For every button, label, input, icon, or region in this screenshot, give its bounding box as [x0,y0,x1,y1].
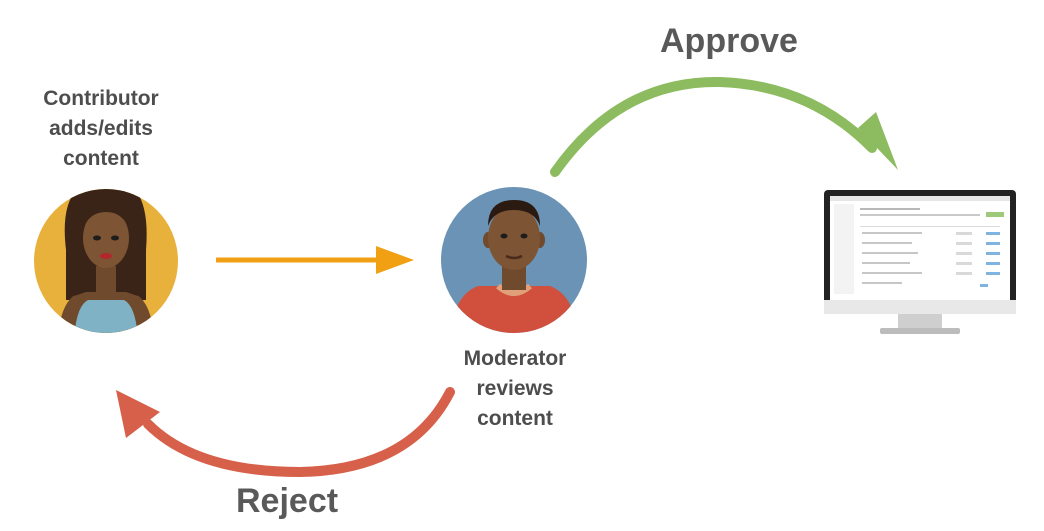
reject-arrow [116,387,455,478]
contributor-label: Contributor adds/edits content [43,87,159,170]
reject-label: Reject [236,482,339,520]
approve-arrow [550,76,898,177]
submit-arrow [216,246,414,274]
monitor-icon [824,190,1016,334]
approve-label: Approve [660,22,798,60]
moderator-label: Moderator reviews content [463,347,567,430]
moderator-avatar [441,187,587,333]
contributor-avatar [34,189,178,333]
